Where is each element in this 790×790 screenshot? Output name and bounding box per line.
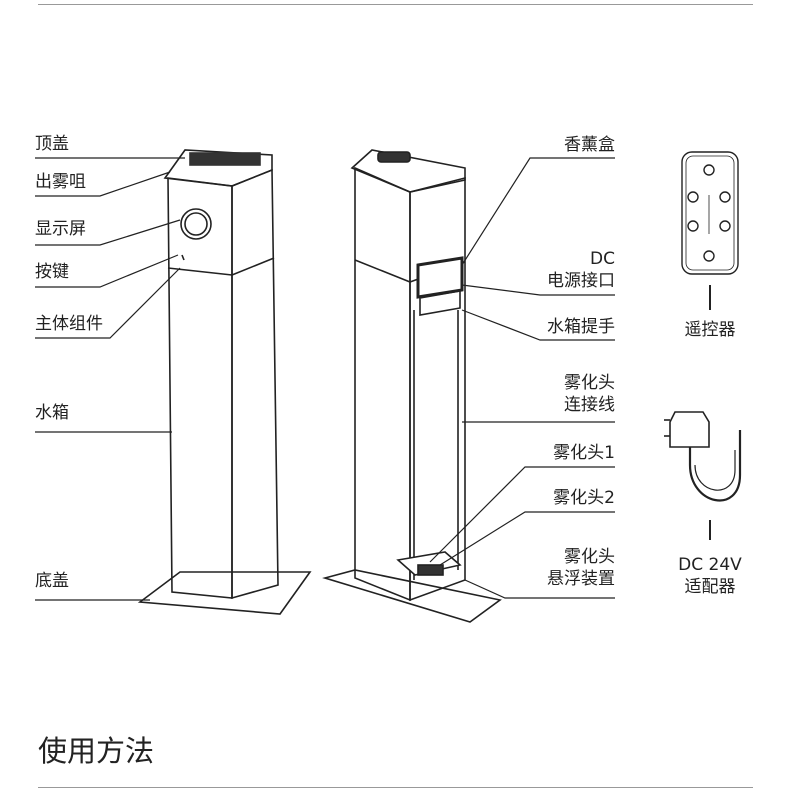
bottom-divider: [38, 787, 753, 788]
label-base-cover: 底盖: [35, 571, 69, 591]
label-float-device: 雾化头 悬浮装置: [547, 546, 615, 590]
power-adapter-illustration: [664, 411, 742, 540]
label-dc-port: DC 电源接口: [547, 248, 615, 292]
label-line: 连接线: [564, 395, 615, 415]
right-leader-lines: [429, 157, 615, 599]
label-remote: 遥控器: [684, 320, 736, 340]
label-tank-handle: 水箱提手: [547, 317, 615, 337]
label-atomizer-cable: 雾化头 连接线: [564, 372, 615, 416]
label-mist-outlet: 出雾咀: [35, 172, 86, 192]
label-line: 雾化头: [564, 547, 615, 567]
label-line: DC: [590, 249, 615, 269]
label-water-tank: 水箱: [35, 403, 69, 423]
label-top-cover: 顶盖: [35, 134, 69, 154]
label-buttons: 按键: [35, 262, 69, 282]
label-atomizer-2: 雾化头2: [553, 488, 615, 508]
remote-control-illustration: [681, 151, 739, 310]
label-line: DC 24V: [678, 555, 742, 575]
label-line: 电源接口: [547, 271, 615, 291]
section-title: 使用方法: [38, 734, 155, 768]
label-line: 适配器: [684, 577, 736, 597]
label-line: 悬浮装置: [547, 569, 615, 589]
label-line: 雾化头: [564, 373, 615, 393]
label-display: 显示屏: [35, 219, 86, 239]
label-atomizer-1: 雾化头1: [553, 443, 615, 463]
label-main-body: 主体组件: [35, 314, 103, 334]
right-tower-illustration: [322, 149, 502, 623]
label-aroma-box: 香薰盒: [564, 135, 615, 155]
top-divider: [38, 4, 753, 5]
label-adapter: DC 24V 适配器: [660, 554, 760, 598]
left-leader-lines: [35, 157, 185, 601]
left-tower-illustration: [137, 149, 312, 615]
